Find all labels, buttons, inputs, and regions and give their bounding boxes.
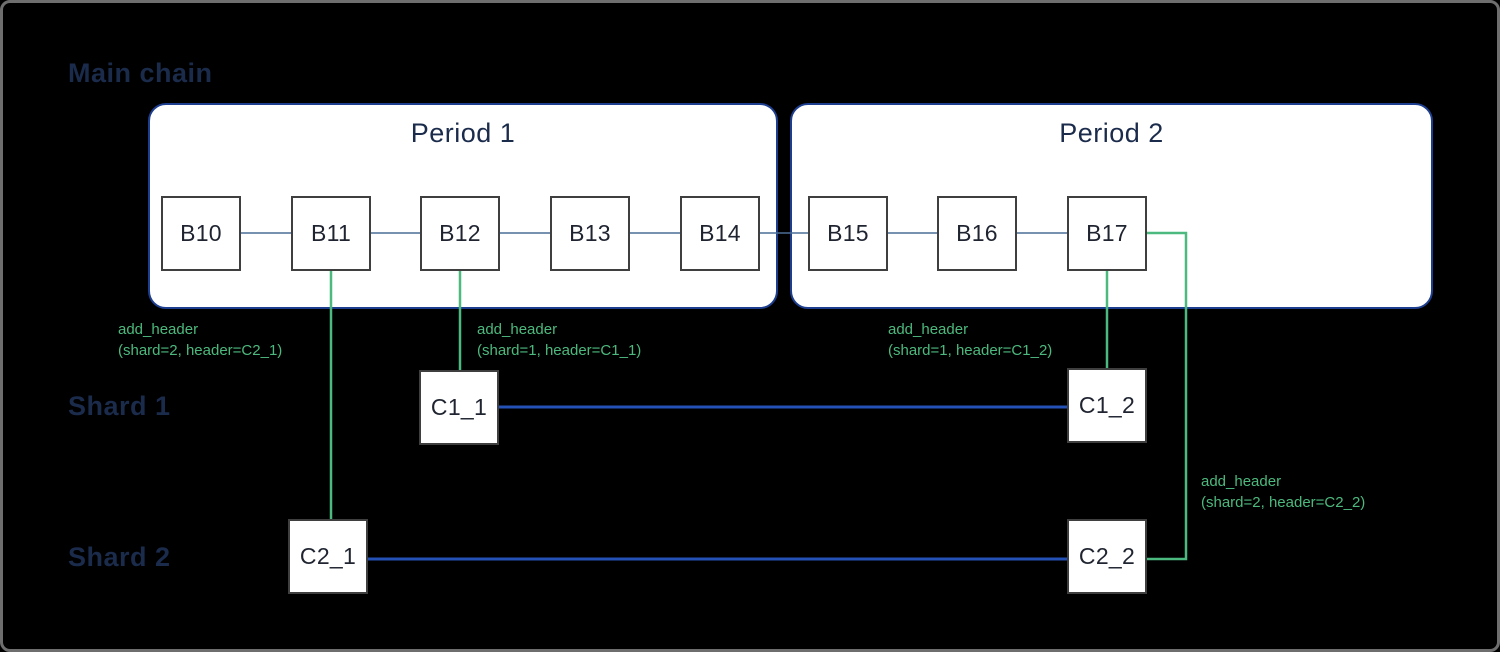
period-2-title: Period 2 — [1059, 118, 1164, 148]
block-c1_2: C1_2 — [1067, 368, 1147, 443]
annotation-line1: add_header — [888, 321, 969, 338]
annotation-line2: (shard=1, header=C1_2) — [888, 342, 1053, 359]
main-chain-label: Main chain — [68, 58, 213, 88]
block-b12: B12 — [420, 196, 500, 271]
block-c1_1: C1_1 — [419, 370, 499, 445]
annotation-add-header-c1_1: add_header (shard=1, header=C1_1) — [477, 319, 641, 361]
annotation-line2: (shard=2, header=C2_2) — [1201, 494, 1366, 511]
annotation-line1: add_header — [477, 321, 558, 338]
shard-2-label: Shard 2 — [68, 542, 171, 572]
annotation-line2: (shard=2, header=C2_1) — [118, 342, 283, 359]
shard-1-label: Shard 1 — [68, 391, 171, 421]
annotation-add-header-c2_1: add_header (shard=2, header=C2_1) — [118, 319, 282, 361]
annotation-line1: add_header — [118, 321, 199, 338]
annotation-add-header-c2_2: add_header (shard=2, header=C2_2) — [1201, 471, 1365, 513]
block-c2_2: C2_2 — [1067, 519, 1147, 594]
period-1-title: Period 1 — [410, 118, 516, 148]
annotation-add-header-c1_2: add_header (shard=1, header=C1_2) — [888, 319, 1052, 361]
block-b10: B10 — [161, 196, 241, 271]
annotation-line2: (shard=1, header=C1_1) — [477, 342, 642, 359]
block-b16: B16 — [937, 196, 1017, 271]
block-b17: B17 — [1067, 196, 1147, 271]
block-c2_1: C2_1 — [288, 519, 368, 594]
block-b15: B15 — [808, 196, 888, 271]
block-b11: B11 — [291, 196, 371, 271]
annotation-line1: add_header — [1201, 473, 1282, 490]
block-b13: B13 — [550, 196, 630, 271]
block-b14: B14 — [680, 196, 760, 271]
